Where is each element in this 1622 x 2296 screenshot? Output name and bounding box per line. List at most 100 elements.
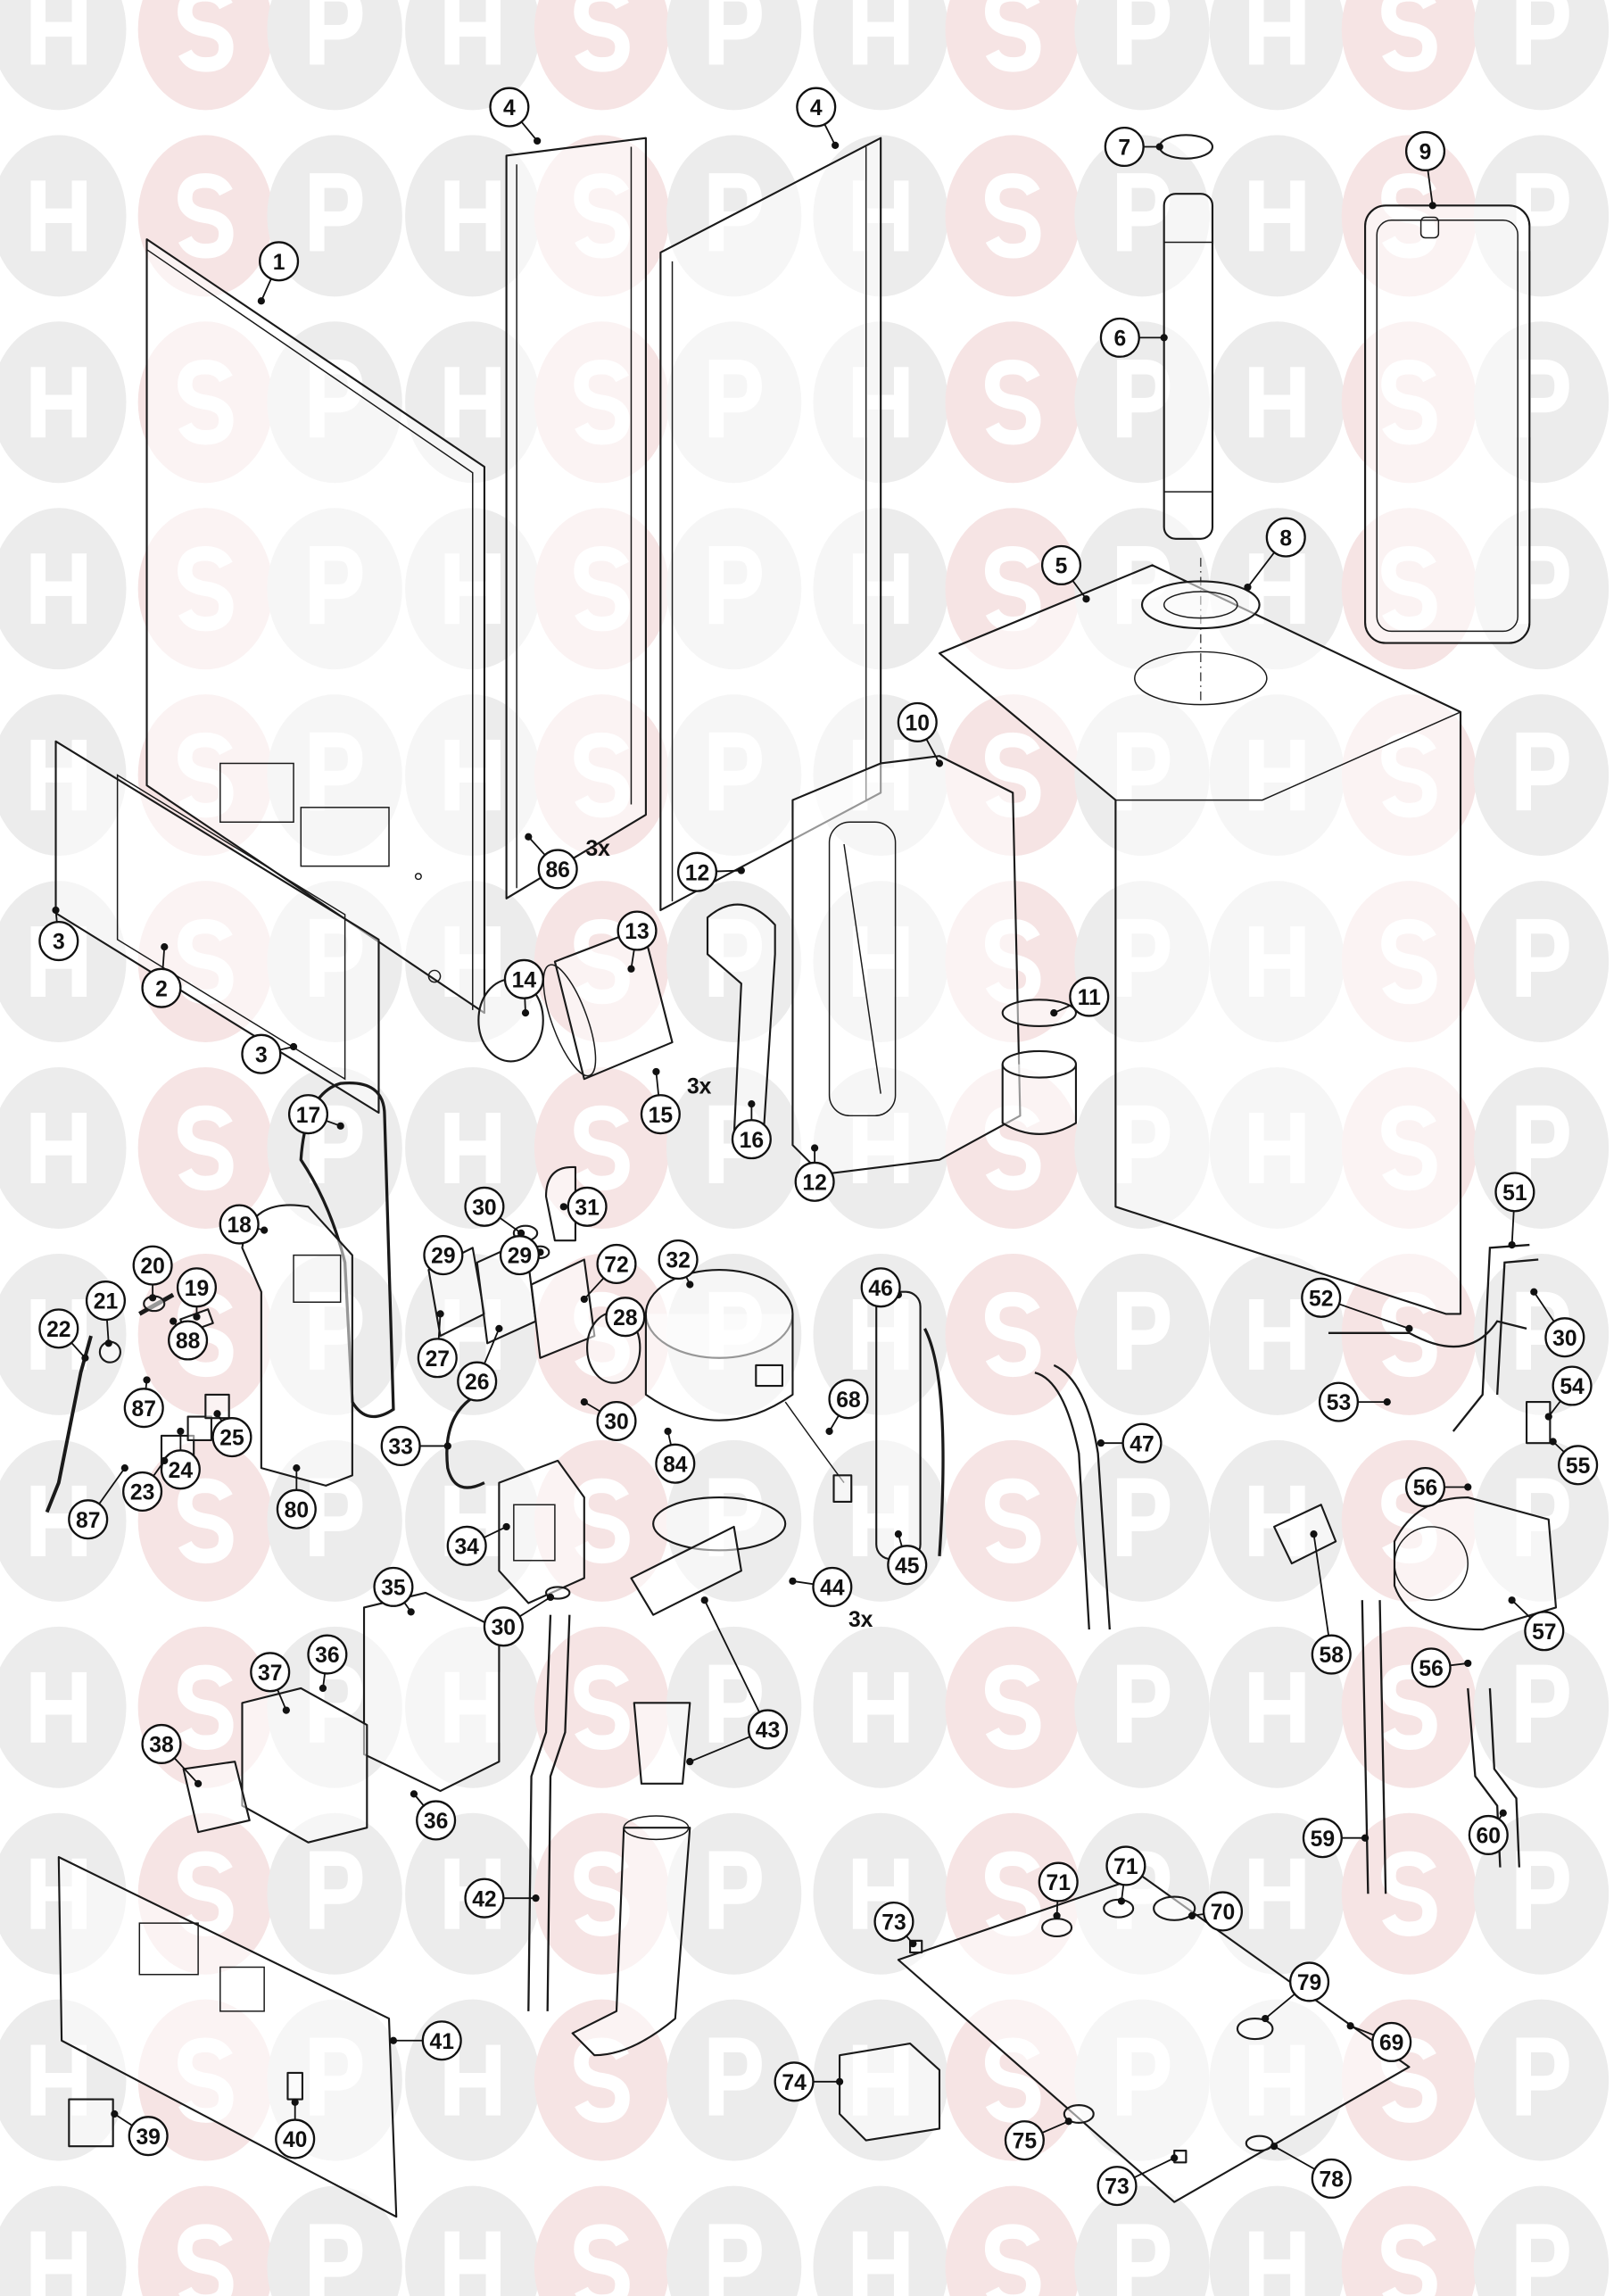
callout-70[interactable]: 70: [1188, 1891, 1244, 1932]
callout-55[interactable]: 55: [1549, 1438, 1599, 1486]
callout-40[interactable]: 40: [275, 2098, 316, 2159]
callout-32[interactable]: 32: [658, 1239, 699, 1289]
callout-88[interactable]: 88: [168, 1317, 209, 1361]
callout-17[interactable]: 17: [287, 1094, 344, 1135]
callout-38[interactable]: 38: [141, 1723, 203, 1787]
callout-12[interactable]: 12: [676, 851, 745, 892]
callout-54[interactable]: 54: [1544, 1365, 1593, 1421]
callout-56[interactable]: 56: [1411, 1647, 1472, 1688]
callout-21[interactable]: 21: [85, 1281, 126, 1347]
leader-dot: [407, 1608, 415, 1616]
callout-30[interactable]: 30: [1530, 1288, 1585, 1358]
callout-80[interactable]: 80: [276, 1464, 317, 1529]
callout-35[interactable]: 35: [373, 1566, 415, 1616]
callout-3[interactable]: 3: [241, 1033, 298, 1074]
callout-22[interactable]: 22: [38, 1308, 89, 1362]
callout-26[interactable]: 26: [457, 1324, 503, 1402]
callout-30[interactable]: 30: [580, 1397, 637, 1442]
callout-4[interactable]: 4: [796, 87, 840, 149]
callout-27[interactable]: 27: [417, 1310, 458, 1379]
callout-36[interactable]: 36: [410, 1790, 457, 1841]
callout-73[interactable]: 73: [1097, 2154, 1179, 2207]
callout-13[interactable]: 13: [617, 910, 658, 973]
watermark-glyph: [1516, 0, 1569, 65]
callout-number: 53: [1327, 1391, 1351, 1415]
callout-7[interactable]: 7: [1104, 126, 1163, 168]
callout-84[interactable]: 84: [655, 1427, 696, 1484]
callout-59[interactable]: 59: [1302, 1818, 1370, 1859]
callout-87[interactable]: 87: [68, 1464, 128, 1540]
callout-9[interactable]: 9: [1404, 130, 1446, 210]
leader-dot: [161, 943, 169, 951]
callout-78[interactable]: 78: [1270, 2143, 1352, 2199]
callout-73[interactable]: 73: [873, 1901, 917, 1948]
callout-24[interactable]: 24: [160, 1427, 201, 1490]
callout-circle: [250, 1652, 291, 1693]
callout-60[interactable]: 60: [1468, 1809, 1509, 1855]
callout-87[interactable]: 87: [123, 1376, 164, 1429]
callout-71[interactable]: 71: [1105, 1845, 1146, 1905]
callout-circle: [596, 1243, 637, 1285]
callout-34[interactable]: 34: [446, 1522, 510, 1566]
callout-57[interactable]: 57: [1508, 1596, 1565, 1652]
callout-11[interactable]: 11: [1050, 976, 1110, 1017]
callout-circle: [1552, 1365, 1593, 1406]
callout-33[interactable]: 33: [380, 1425, 451, 1467]
callout-53[interactable]: 53: [1318, 1381, 1391, 1422]
callout-number: 29: [508, 1245, 532, 1269]
callout-71[interactable]: 71: [1038, 1861, 1079, 1920]
watermark-glyph: [852, 2231, 909, 2296]
callout-1[interactable]: 1: [257, 241, 300, 305]
callout-39[interactable]: 39: [111, 2110, 169, 2157]
callout-circle: [676, 851, 718, 892]
callout-6[interactable]: 6: [1099, 317, 1168, 358]
callout-37[interactable]: 37: [250, 1652, 291, 1714]
callout-28[interactable]: 28: [605, 1297, 646, 1338]
watermark-glyph: [574, 1478, 630, 1564]
callout-2[interactable]: 2: [141, 943, 182, 1008]
callout-43[interactable]: 43: [686, 1596, 789, 1766]
callout-25[interactable]: 25: [211, 1410, 252, 1458]
callout-19[interactable]: 19: [176, 1267, 218, 1321]
callout-72[interactable]: 72: [580, 1243, 637, 1304]
callout-51[interactable]: 51: [1494, 1172, 1535, 1249]
callout-44[interactable]: 44: [789, 1566, 853, 1607]
front-fascia: [54, 740, 390, 1115]
callout-14[interactable]: 14: [503, 958, 544, 1017]
callout-30[interactable]: 30: [483, 1593, 555, 1647]
callout-3[interactable]: 3: [38, 906, 79, 962]
callout-15[interactable]: 15: [640, 1067, 681, 1135]
callout-75[interactable]: 75: [1004, 2118, 1072, 2161]
callout-42[interactable]: 42: [464, 1877, 540, 1919]
callout-18[interactable]: 18: [219, 1204, 269, 1245]
callout-56[interactable]: 56: [1404, 1466, 1472, 1508]
callout-circle: [605, 1297, 646, 1338]
callout-20[interactable]: 20: [132, 1245, 173, 1302]
expansion-vessel: [1364, 204, 1531, 644]
callout-31[interactable]: 31: [559, 1186, 608, 1227]
callout-29[interactable]: 29: [423, 1235, 464, 1276]
callout-circle: [1468, 1814, 1509, 1855]
callout-30[interactable]: 30: [464, 1186, 525, 1238]
callout-69[interactable]: 69: [1346, 2021, 1412, 2062]
callout-58[interactable]: 58: [1310, 1530, 1352, 1675]
callout-12[interactable]: 12: [794, 1144, 835, 1202]
callout-29[interactable]: 29: [499, 1235, 544, 1276]
callout-79[interactable]: 79: [1262, 1961, 1330, 2023]
callout-23[interactable]: 23: [122, 1456, 169, 1513]
callout-10[interactable]: 10: [897, 701, 944, 767]
callout-86[interactable]: 86: [525, 833, 578, 890]
watermark-circle: [1209, 2185, 1345, 2296]
callout-8[interactable]: 8: [1244, 517, 1306, 592]
callout-4[interactable]: 4: [489, 87, 542, 145]
callout-45[interactable]: 45: [887, 1530, 928, 1586]
callout-16[interactable]: 16: [731, 1100, 772, 1160]
callout-68[interactable]: 68: [825, 1379, 869, 1436]
callout-5[interactable]: 5: [1040, 544, 1090, 603]
callout-47[interactable]: 47: [1097, 1422, 1163, 1463]
callout-52[interactable]: 52: [1301, 1277, 1413, 1332]
callout-74[interactable]: 74: [774, 2061, 844, 2102]
callout-46[interactable]: 46: [860, 1267, 903, 1308]
callout-36[interactable]: 36: [307, 1634, 348, 1693]
callout-41[interactable]: 41: [389, 2020, 462, 2061]
